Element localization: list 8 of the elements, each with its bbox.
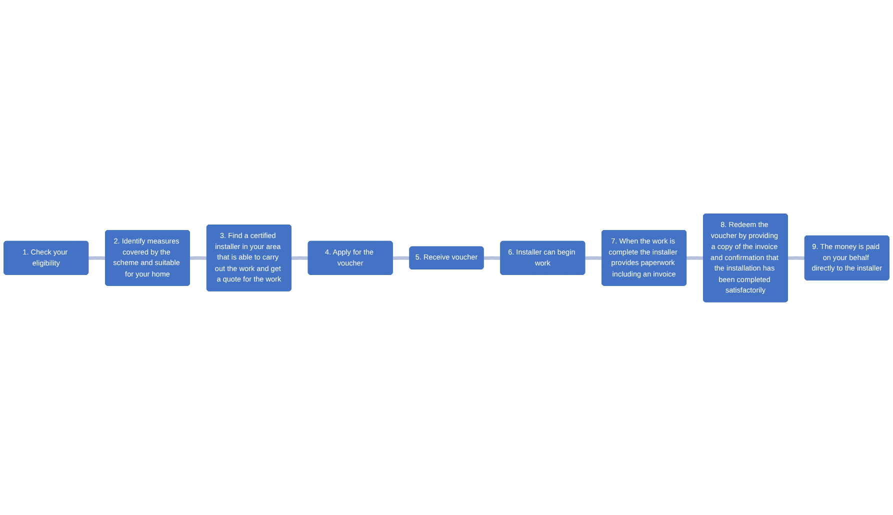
connector bbox=[584, 256, 602, 260]
connector bbox=[686, 256, 704, 260]
connector bbox=[392, 256, 410, 260]
connector bbox=[88, 256, 106, 260]
connector bbox=[483, 256, 501, 260]
connector bbox=[788, 256, 806, 260]
connector bbox=[291, 256, 309, 260]
connector bbox=[190, 256, 208, 260]
